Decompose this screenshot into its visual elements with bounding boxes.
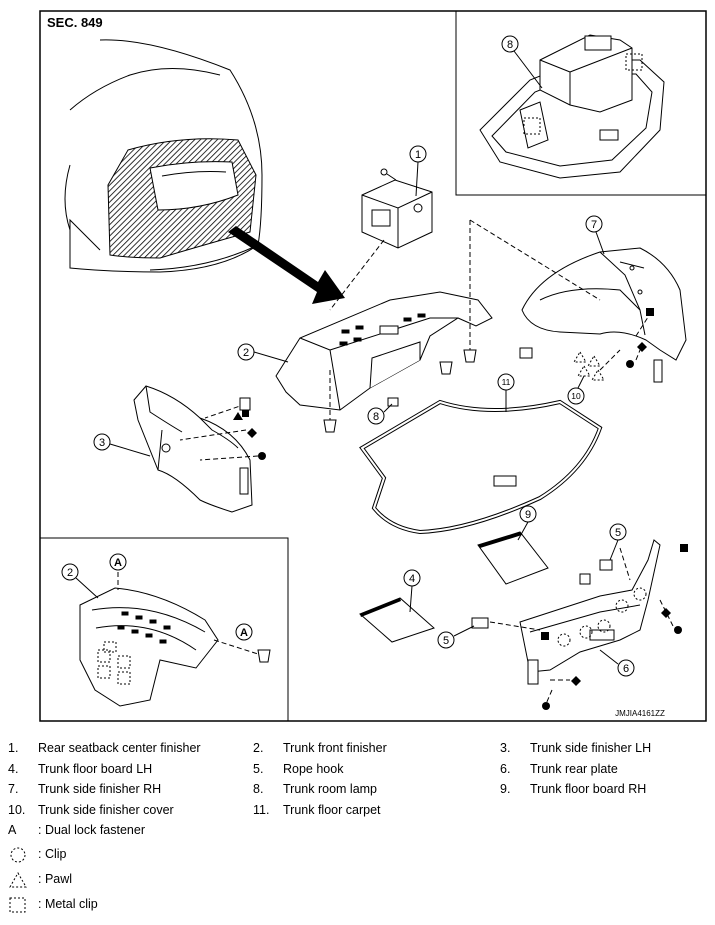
leader-lines	[179, 219, 675, 705]
callout-2-inset: 2	[61, 563, 99, 599]
svg-text:2: 2	[243, 347, 249, 359]
car-rear-illustration	[64, 39, 263, 273]
diagram-code: JMJIA4161ZZ	[615, 709, 665, 718]
carpet-tab	[493, 475, 517, 487]
callout-10: 10	[567, 375, 585, 405]
svg-text:11: 11	[502, 377, 511, 387]
callout-5b: 5	[437, 625, 475, 649]
inset-room-lamp-detail	[479, 34, 665, 179]
callouts: 1 2 3 4 5 5 6 7 8 8 9 10 11 2 A A	[61, 35, 635, 677]
svg-text:7: 7	[591, 219, 597, 231]
trunk-floor-board-rh-part	[477, 531, 549, 585]
trunk-room-lamp-part	[361, 168, 433, 249]
section-label: SEC. 849	[47, 15, 103, 30]
inset-front-finisher-detail	[79, 587, 271, 707]
callout-A-inset-2: A	[235, 623, 253, 641]
callout-6: 6	[599, 649, 635, 677]
trunk-floor-carpet-part	[359, 399, 603, 535]
svg-text:3: 3	[99, 437, 105, 449]
callout-5a: 5	[609, 523, 627, 561]
callout-4: 4	[403, 569, 421, 613]
callout-3: 3	[93, 433, 151, 457]
svg-text:5: 5	[615, 527, 621, 539]
trunk-rear-plate-part	[519, 539, 661, 685]
svg-text:2: 2	[67, 567, 73, 579]
fasteners	[239, 347, 613, 629]
callout-2: 2	[237, 343, 289, 363]
trunk-side-finisher-rh-part	[521, 247, 687, 383]
svg-text:9: 9	[525, 509, 531, 521]
callout-7: 7	[585, 215, 605, 255]
svg-text:10: 10	[571, 391, 581, 401]
svg-text:6: 6	[623, 663, 629, 675]
svg-text:A: A	[240, 627, 248, 639]
callout-8: 8	[367, 403, 393, 425]
fastener-markers	[233, 308, 688, 710]
callout-1: 1	[409, 145, 427, 197]
callout-8-inset: 8	[501, 35, 543, 89]
inset-finisher-box	[39, 537, 289, 722]
svg-text:5: 5	[443, 635, 449, 647]
diagram-frame	[39, 10, 707, 722]
callout-9: 9	[517, 505, 537, 541]
trunk-front-finisher-part	[275, 291, 493, 411]
svg-text:1: 1	[415, 149, 421, 161]
callout-11: 11	[497, 373, 515, 412]
svg-text:4: 4	[409, 573, 415, 585]
svg-text:A: A	[114, 557, 122, 569]
clip-pawl-symbols	[557, 351, 647, 647]
svg-text:8: 8	[373, 411, 379, 423]
inset-lamp-box	[455, 10, 707, 196]
direction-arrow	[228, 226, 345, 304]
trunk-side-finisher-lh-part	[133, 385, 253, 513]
callout-A-inset-1: A	[109, 553, 127, 571]
trunk-floor-board-lh-part	[359, 597, 435, 643]
svg-text:8: 8	[507, 39, 513, 51]
